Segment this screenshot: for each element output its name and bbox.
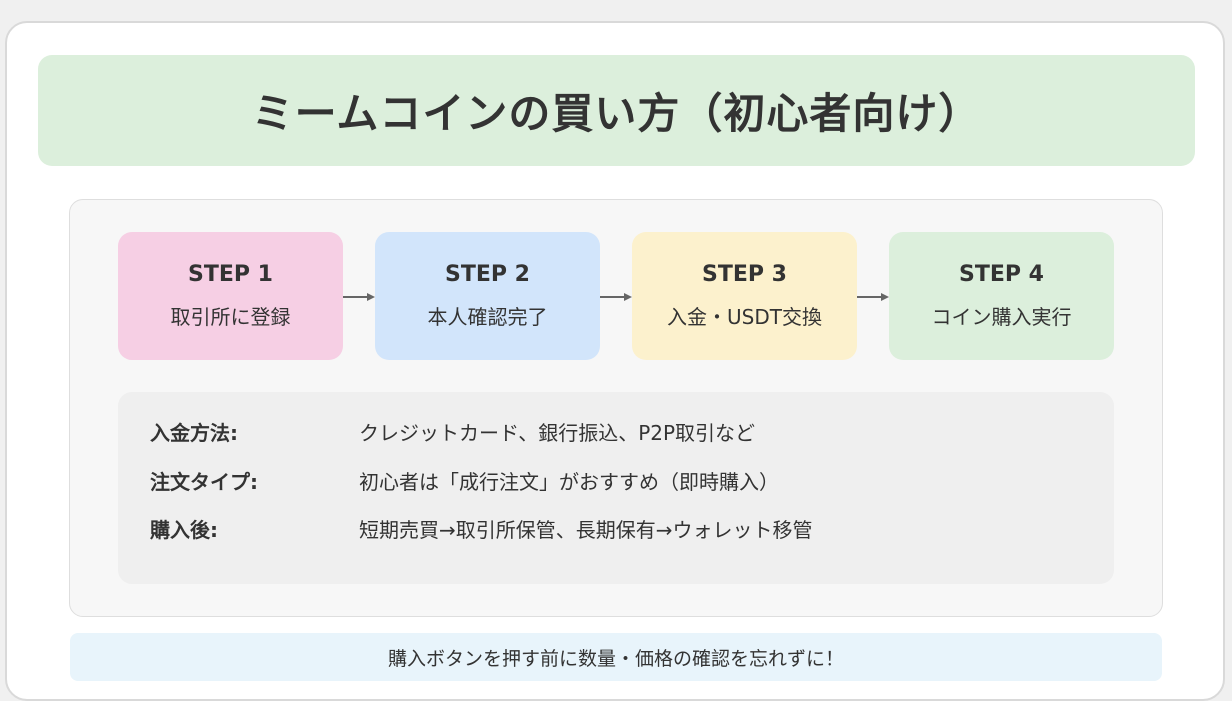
title-banner: ミームコインの買い方（初心者向け） bbox=[38, 55, 1195, 166]
step-3-box: STEP 3 入金・USDT交換 bbox=[632, 232, 857, 360]
info-key: 入金方法: bbox=[150, 420, 238, 445]
page-title: ミームコインの買い方（初心者向け） bbox=[251, 89, 982, 138]
step-1-desc: 取引所に登録 bbox=[170, 305, 291, 329]
step-2-desc: 本人確認完了 bbox=[427, 305, 548, 329]
arrow-right-icon bbox=[600, 293, 632, 301]
reminder-note: 購入ボタンを押す前に数量・価格の確認を忘れずに！ bbox=[70, 633, 1162, 681]
step-1-box: STEP 1 取引所に登録 bbox=[118, 232, 343, 360]
step-1-label: STEP 1 bbox=[188, 262, 273, 287]
arrow-right-icon bbox=[857, 293, 889, 301]
info-row: 注文タイプ: 初心者は「成行注文」がおすすめ（即時購入） bbox=[150, 465, 779, 495]
info-row: 購入後: 短期売買→取引所保管、長期保有→ウォレット移管 bbox=[150, 513, 813, 543]
info-key: 注文タイプ: bbox=[150, 469, 258, 494]
info-value: 初心者は「成行注文」がおすすめ（即時購入） bbox=[359, 469, 779, 494]
info-row: 入金方法: クレジットカード、銀行振込、P2P取引など bbox=[150, 416, 755, 446]
info-value: 短期売買→取引所保管、長期保有→ウォレット移管 bbox=[359, 517, 813, 542]
info-key: 購入後: bbox=[150, 517, 218, 542]
info-box: 入金方法: クレジットカード、銀行振込、P2P取引など 注文タイプ: 初心者は「… bbox=[118, 392, 1114, 584]
step-2-box: STEP 2 本人確認完了 bbox=[375, 232, 600, 360]
arrow-right-icon bbox=[343, 293, 375, 301]
info-value: クレジットカード、銀行振込、P2P取引など bbox=[359, 420, 756, 445]
step-4-label: STEP 4 bbox=[959, 262, 1044, 287]
reminder-text: 購入ボタンを押す前に数量・価格の確認を忘れずに！ bbox=[387, 647, 844, 670]
step-3-desc: 入金・USDT交換 bbox=[667, 305, 822, 329]
step-3-label: STEP 3 bbox=[702, 262, 787, 287]
step-4-box: STEP 4 コイン購入実行 bbox=[889, 232, 1114, 360]
step-2-label: STEP 2 bbox=[445, 262, 530, 287]
step-4-desc: コイン購入実行 bbox=[931, 305, 1072, 329]
